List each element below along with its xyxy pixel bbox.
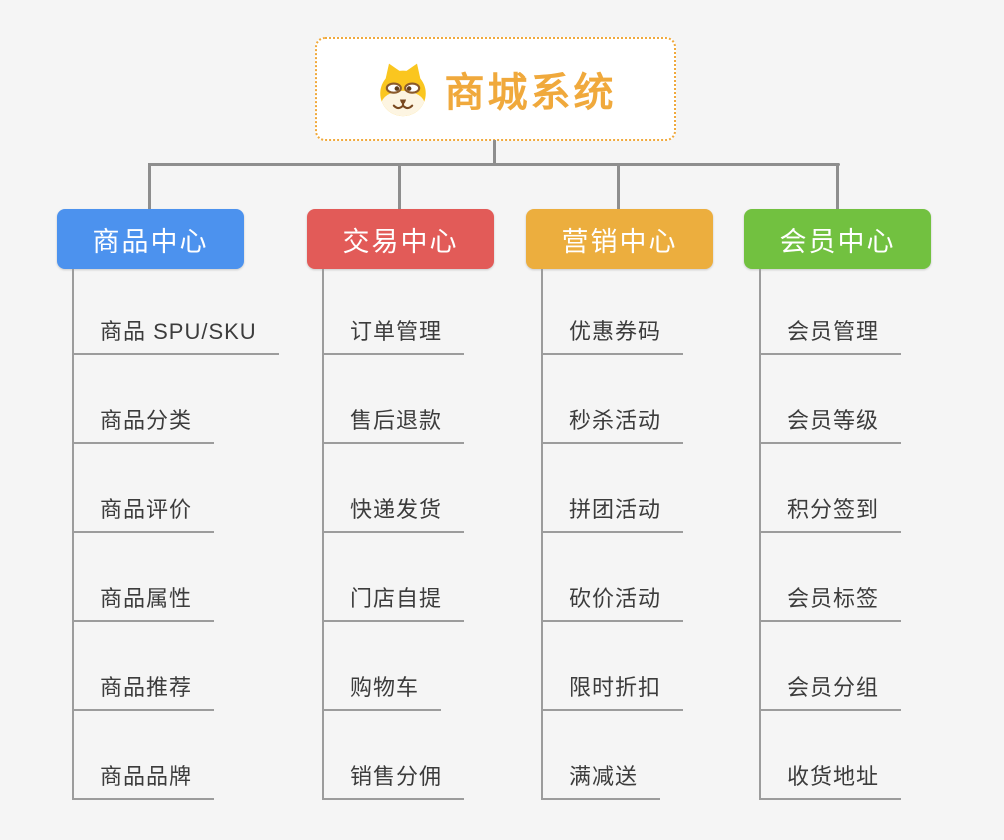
branch-marketing-center: 营销中心 优惠券码 秒杀活动 拼团活动 砍价活动 限时折扣 满减送 [526,209,771,800]
root-node[interactable]: 商城系统 [315,37,676,141]
branch-header-trade-center[interactable]: 交易中心 [307,209,494,269]
branch-header-member-center[interactable]: 会员中心 [744,209,931,269]
tree-item[interactable]: 售后退款 [322,403,465,444]
branch-header-product-center[interactable]: 商品中心 [57,209,244,269]
tree-item[interactable]: 秒杀活动 [541,403,684,444]
connector-drop-1 [148,163,151,210]
branch-trade-center: 交易中心 订单管理 售后退款 快递发货 门店自提 购物车 销售分佣 [307,209,552,800]
tree-item[interactable]: 会员管理 [759,314,902,355]
branch-trunk-line [72,269,74,800]
connector-drop-4 [836,163,839,210]
connector-drop-3 [617,163,620,210]
branch-trunk-line [322,269,324,800]
tree-item[interactable]: 商品属性 [72,581,215,622]
tree-item[interactable]: 砍价活动 [541,581,684,622]
connector-root-stem [493,140,496,165]
branch-member-center: 会员中心 会员管理 会员等级 积分签到 会员标签 会员分组 收货地址 [744,209,989,800]
tree-item[interactable]: 拼团活动 [541,492,684,533]
tree-item[interactable]: 销售分佣 [322,759,465,800]
tree-item[interactable]: 优惠券码 [541,314,684,355]
tree-item[interactable]: 商品分类 [72,403,215,444]
tree-item[interactable]: 商品评价 [72,492,215,533]
root-title: 商城系统 [444,71,617,115]
tree-item[interactable]: 会员标签 [759,581,902,622]
branch-trunk-line [541,269,543,800]
branch-product-center: 商品中心 商品 SPU/SKU 商品分类 商品评价 商品属性 商品推荐 商品品牌 [57,209,302,800]
tree-item[interactable]: 商品 SPU/SKU [72,314,279,355]
tree-item[interactable]: 商品推荐 [72,670,215,711]
shiba-dog-icon [375,61,431,117]
tree-item[interactable]: 会员分组 [759,670,902,711]
tree-item[interactable]: 购物车 [322,670,442,711]
tree-item[interactable]: 收货地址 [759,759,902,800]
connector-horizontal-bar [149,163,840,166]
connector-drop-2 [398,163,401,210]
tree-item[interactable]: 会员等级 [759,403,902,444]
tree-item[interactable]: 门店自提 [322,581,465,622]
tree-item[interactable]: 快递发货 [322,492,465,533]
branch-header-marketing-center[interactable]: 营销中心 [526,209,713,269]
tree-item[interactable]: 满减送 [541,759,661,800]
tree-item[interactable]: 商品品牌 [72,759,215,800]
branch-trunk-line [759,269,761,800]
tree-item[interactable]: 订单管理 [322,314,465,355]
tree-item[interactable]: 积分签到 [759,492,902,533]
tree-item[interactable]: 限时折扣 [541,670,684,711]
